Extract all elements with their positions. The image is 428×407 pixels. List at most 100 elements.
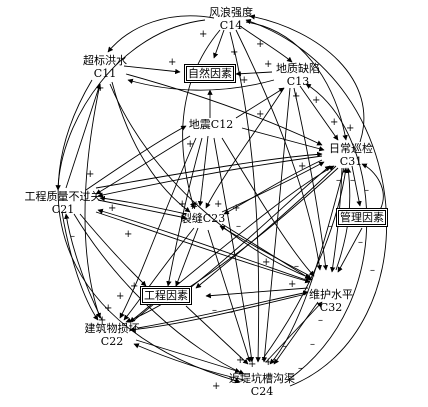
link-c23-c32 [221, 223, 313, 281]
link-c32-c24 [273, 301, 319, 365]
link-c32-c23 [219, 225, 311, 277]
node-c32-code: C32 [319, 301, 343, 314]
management-factors-label: 管理因素 [340, 211, 384, 224]
link-engineering-c22 [129, 303, 153, 323]
link-c32-c22 [129, 293, 307, 333]
sign-plus: + [124, 229, 133, 240]
link-engineering-c24 [185, 305, 249, 365]
link-c13-natural [235, 71, 273, 77]
sign-plus: + [264, 357, 273, 368]
node-c23-label: 裂缝C23 [180, 212, 226, 225]
link-c12-c32 [221, 137, 315, 277]
sign-minus: – [328, 221, 333, 232]
sign-minus: – [282, 341, 287, 352]
link-c21-c12 [85, 125, 187, 191]
sign-plus: + [199, 29, 208, 40]
link-c31-c23 [223, 159, 323, 215]
sign-hash: # [190, 201, 199, 212]
sign-plus: + [108, 203, 117, 214]
link-c31-c24 [269, 167, 345, 365]
sign-plus: + [98, 315, 107, 326]
node-c12-label: 地震C12 [188, 118, 234, 131]
sign-plus: + [312, 95, 321, 106]
link-c21-c31 [95, 151, 323, 189]
engineering-factors-box: 工程因素 [140, 286, 192, 305]
link-c13-c31 [299, 85, 339, 141]
node-c21-name: 工程质量不过关 [24, 190, 102, 203]
link-c11-c22 [84, 83, 101, 319]
node-c23: 裂缝C23 [176, 212, 230, 225]
link-c14-c21 [55, 19, 206, 191]
link-c24-c13 [287, 83, 368, 381]
link-management-c31 [361, 163, 384, 211]
node-c24-code: C24 [250, 385, 274, 398]
link-c31-engineering [195, 165, 337, 289]
link-c11-c23 [111, 81, 191, 213]
link-c21-c32 [95, 211, 311, 284]
link-c31-c21 [97, 155, 323, 198]
link-c12-c13 [235, 87, 285, 119]
link-c21-engineering [79, 213, 147, 287]
node-c13-name: 地质缺陷 [276, 62, 320, 75]
link-c22-c24 [135, 339, 241, 374]
sign-minus: – [294, 261, 299, 272]
sign-plus: + [178, 199, 187, 210]
link-c11-natural [123, 65, 181, 75]
node-c13: 地质缺陷 C13 [270, 62, 326, 88]
node-c11-code: C11 [93, 67, 117, 80]
sign-minus: – [350, 175, 355, 186]
node-c32: 维护水平 C32 [306, 288, 356, 314]
link-c13-c24 [261, 87, 291, 363]
link-c24-c14 [245, 19, 387, 387]
link-c31-c14 [249, 14, 365, 143]
sign-plus: + [346, 123, 355, 134]
node-c11-name: 超标洪水 [83, 54, 127, 67]
sign-minus: – [236, 221, 241, 232]
node-c31: 日常巡检 C31 [324, 142, 378, 168]
sign-minus: – [336, 175, 341, 186]
sign-minus: – [318, 315, 323, 326]
link-c13-c32 [293, 87, 329, 271]
link-c22-c21 [64, 213, 103, 321]
node-c14-code: C14 [219, 19, 243, 32]
sign-plus: + [116, 291, 125, 302]
engineering-factors-label: 工程因素 [144, 289, 188, 302]
link-c31-c22 [125, 167, 339, 323]
link-c12-c21 [95, 135, 191, 195]
link-c21-c22 [61, 211, 99, 321]
node-c12: 地震C12 [184, 118, 238, 131]
node-c24-name: 返堤坑槽沟渠 [229, 372, 295, 385]
node-c24: 返堤坑槽沟渠 C24 [226, 372, 298, 398]
link-c12-c22 [119, 137, 197, 319]
sign-minus: – [70, 231, 75, 242]
link-c11-c31 [125, 73, 323, 146]
sign-plus: + [230, 47, 239, 58]
node-c14-name: 风浪强度 [209, 6, 253, 19]
sign-minus: – [228, 307, 233, 318]
link-c23-c22 [123, 227, 195, 321]
sign-plus: + [186, 139, 195, 150]
link-c22-c32 [137, 290, 309, 329]
link-c14-c11 [107, 15, 215, 53]
sign-minus: – [212, 305, 217, 316]
sign-plus: + [292, 91, 301, 102]
link-c31-c32 [329, 167, 343, 273]
link-c12-c31 [241, 127, 325, 152]
link-c14-c31 [245, 21, 348, 141]
link-c14-natural [213, 29, 225, 59]
sign-plus: + [262, 257, 271, 268]
link-c12-engineering [166, 137, 203, 287]
natural-factors-box: 自然因素 [184, 64, 236, 83]
link-c32-engineering [205, 287, 309, 299]
node-c22-name: 建筑物损坏 [84, 322, 140, 335]
link-c24-c31 [261, 167, 348, 361]
node-c32-name: 维护水平 [309, 288, 353, 301]
link-c12-c23 [197, 135, 209, 207]
node-c13-code: C13 [286, 75, 310, 88]
sign-plus: + [330, 117, 339, 128]
sign-plus: + [256, 109, 265, 120]
link-c23-engineering [175, 227, 199, 287]
sign-plus: + [168, 57, 177, 68]
